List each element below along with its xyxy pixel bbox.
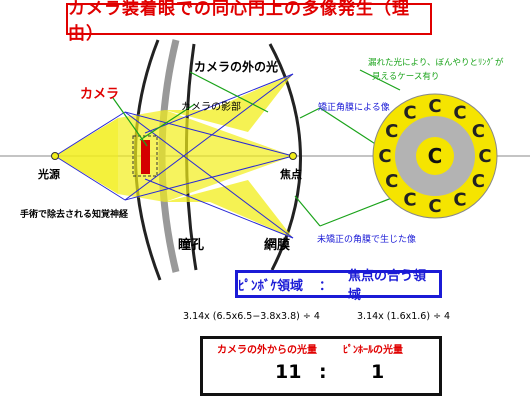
region-right-label: 焦点の合う領域 (348, 269, 427, 303)
ring-outer-c: C (472, 121, 485, 142)
region-separator: ： (319, 278, 333, 294)
ring-outer-c: C (428, 96, 441, 117)
ring-outer-c: C (385, 121, 398, 142)
ray-lines (54, 73, 294, 239)
leak-note-line2: 見えるケース有り (372, 72, 440, 82)
beam-camera (118, 110, 293, 202)
light-source-label: 光源 (38, 168, 60, 181)
ring-outer-c: C (428, 196, 441, 217)
retina-label: 網膜 (264, 238, 291, 253)
retina-curve (268, 43, 302, 271)
uncorrected-image-label: 未矯正の角膜で生じた像 (317, 235, 417, 245)
leak-note-line1: 漏れた光により、ぼんやりとﾘﾝｸﾞが (368, 58, 504, 68)
ring-outline (372, 93, 498, 219)
ring-outer-c: C (403, 189, 416, 210)
light-ratio-box: カメラの外からの光量 ﾋﾟﾝﾎｰﾙの光量 11 : 1 (200, 336, 442, 396)
region-left-label: ﾋﾟﾝﾎﾞｹ領域 (238, 278, 304, 294)
ring-inner-yellow (416, 137, 454, 175)
nerve-label: 手術で除去される知覚神経 (20, 210, 129, 220)
pupil-label: 瞳孔 (178, 238, 205, 253)
formula-left: 3.14x (6.5x6.5−3.8x3.8) ÷ 4 (183, 311, 320, 322)
beam-source (55, 118, 118, 194)
ratio-separator: : (319, 361, 327, 383)
camera-shadow-label: カメラの影部 (181, 102, 241, 113)
ring-center-c: C (428, 144, 443, 168)
focus-dot (289, 152, 297, 160)
ring-outer-c: C (478, 146, 491, 167)
region-box: ﾋﾟﾝﾎﾞｹ領域 ： 焦点の合う領域 (235, 269, 442, 303)
light-source-dot (51, 152, 59, 160)
multi-image-ring (372, 93, 498, 219)
focus-label: 焦点 (280, 168, 302, 181)
ring-outer-c: C (403, 103, 416, 124)
formula-right: 3.14x (1.6x1.6) ÷ 4 (357, 311, 451, 322)
ratio-right-value: 1 (371, 361, 385, 383)
ring-outer-c: C (453, 189, 466, 210)
ring-outer-c: C (385, 171, 398, 192)
camera-label: カメラ (80, 87, 120, 102)
ratio-right-label: ﾋﾟﾝﾎｰﾙの光量 (343, 345, 403, 356)
beam-upper (165, 74, 293, 132)
ring-outer-c: C (453, 103, 466, 124)
corrected-image-label: 矯正角膜による像 (318, 103, 390, 113)
page-title: カメラ装着眼での同心円上の多像発生（理由） (66, 0, 432, 44)
outside-light-label: カメラの外の光 (194, 60, 279, 74)
camera-red-filter (141, 140, 150, 174)
ring-outer-c: C (378, 146, 391, 167)
camera-frame (132, 135, 158, 177)
ratio-left-value: 11 (275, 361, 302, 383)
ring-outer-c: C (472, 171, 485, 192)
ratio-left-label: カメラの外からの光量 (217, 345, 317, 356)
beam-lower (165, 180, 293, 238)
